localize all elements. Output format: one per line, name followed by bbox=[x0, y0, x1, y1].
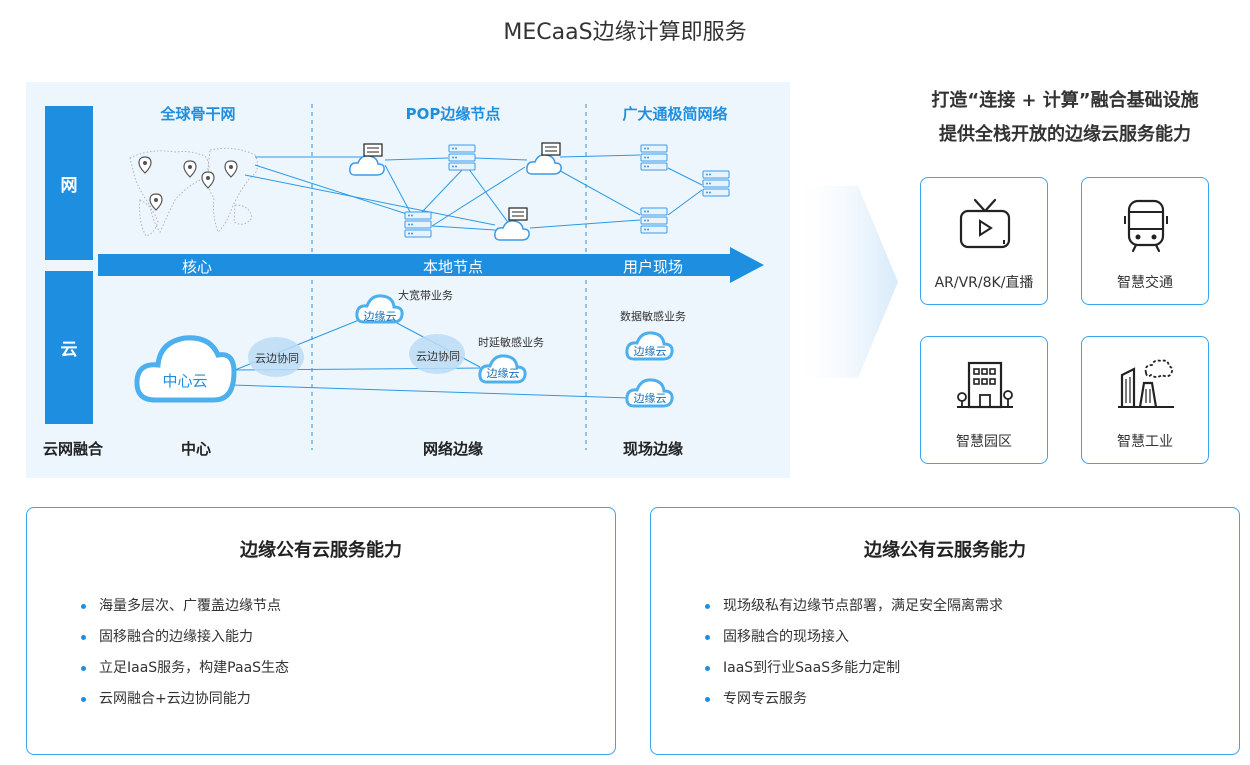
flow-chevron bbox=[790, 186, 898, 378]
label-cloud-net-fusion: 云网融合 bbox=[42, 440, 103, 458]
list-item: 专网专云服务 bbox=[705, 689, 1003, 720]
edge-cloud-label: 边缘云 bbox=[633, 392, 667, 405]
slogan-line2: 提供全栈开放的边缘云服务能力 bbox=[939, 124, 1191, 145]
collab-label: 云边协同 bbox=[255, 352, 299, 365]
capability-list: 海量多层次、广覆盖边缘节点 固移融合的边缘接入能力 立足IaaS服务，构建Paa… bbox=[81, 596, 289, 720]
tv-icon bbox=[959, 198, 1011, 249]
scene-label: 智慧工业 bbox=[1117, 434, 1173, 450]
train-icon bbox=[1124, 199, 1168, 253]
world-map bbox=[129, 147, 259, 237]
column-header-access: 广大通极简网络 bbox=[622, 105, 728, 123]
card-title: 边缘公有云服务能力 bbox=[240, 540, 402, 561]
scene-card-ar-vr[interactable]: AR/VR/8K/直播 bbox=[920, 177, 1048, 305]
list-item: 云网融合+云边协同能力 bbox=[81, 689, 289, 720]
card-title: 边缘公有云服务能力 bbox=[864, 540, 1026, 561]
list-item: IaaS到行业SaaS多能力定制 bbox=[705, 658, 1003, 689]
annotation-data: 数据敏感业务 bbox=[620, 310, 686, 323]
building-icon bbox=[957, 361, 1013, 409]
list-item: 立足IaaS服务，构建PaaS生态 bbox=[81, 658, 289, 689]
label-site-edge: 现场边缘 bbox=[622, 440, 683, 458]
list-item: 固移融合的现场接入 bbox=[705, 627, 1003, 658]
scene-card-transport[interactable]: 智慧交通 bbox=[1081, 177, 1209, 305]
slogan-line1: 打造“连接 + 计算”融合基础设施 bbox=[931, 90, 1199, 111]
annotation-latency: 时延敏感业务 bbox=[478, 336, 544, 349]
net-side-bar: 网 bbox=[45, 106, 93, 260]
flow-arrow bbox=[98, 254, 733, 276]
collab-label: 云边协同 bbox=[416, 350, 460, 363]
service-card-public: 边缘公有云服务能力 海量多层次、广覆盖边缘节点 固移融合的边缘接入能力 立足Ia… bbox=[26, 507, 616, 755]
cloud-side-bar: 云 bbox=[45, 271, 93, 424]
scene-card-industry[interactable]: 智慧工业 bbox=[1081, 336, 1209, 464]
column-header-backbone: 全球骨干网 bbox=[160, 105, 236, 123]
arrow-label-core: 核心 bbox=[181, 258, 212, 276]
list-item: 海量多层次、广覆盖边缘节点 bbox=[81, 596, 289, 627]
label-center: 中心 bbox=[180, 440, 211, 458]
arrow-label-user: 用户现场 bbox=[622, 258, 683, 276]
annotation-broadband: 大宽带业务 bbox=[398, 289, 453, 302]
edge-cloud-label: 边缘云 bbox=[363, 310, 397, 323]
scene-label: 智慧园区 bbox=[956, 434, 1012, 450]
arrow-label-local: 本地节点 bbox=[422, 258, 483, 276]
column-header-pop: POP边缘节点 bbox=[405, 105, 501, 123]
factory-icon bbox=[1118, 359, 1174, 408]
center-cloud bbox=[134, 335, 237, 403]
center-cloud-label: 中心云 bbox=[162, 372, 208, 390]
page-title: MECaaS边缘计算即服务 bbox=[503, 20, 747, 45]
service-card-private: 边缘公有云服务能力 现场级私有边缘节点部署，满足安全隔离需求 固移融合的现场接入… bbox=[650, 507, 1240, 755]
list-item: 现场级私有边缘节点部署，满足安全隔离需求 bbox=[705, 596, 1003, 627]
edge-cloud-label: 边缘云 bbox=[486, 367, 520, 380]
scene-card-park[interactable]: 智慧园区 bbox=[920, 336, 1048, 464]
list-item: 固移融合的边缘接入能力 bbox=[81, 627, 289, 658]
capability-list: 现场级私有边缘节点部署，满足安全隔离需求 固移融合的现场接入 IaaS到行业Sa… bbox=[705, 596, 1003, 720]
label-network-edge: 网络边缘 bbox=[422, 440, 483, 458]
edge-cloud-label: 边缘云 bbox=[633, 345, 667, 358]
scene-label: AR/VR/8K/直播 bbox=[934, 275, 1034, 291]
scene-label: 智慧交通 bbox=[1117, 275, 1173, 291]
